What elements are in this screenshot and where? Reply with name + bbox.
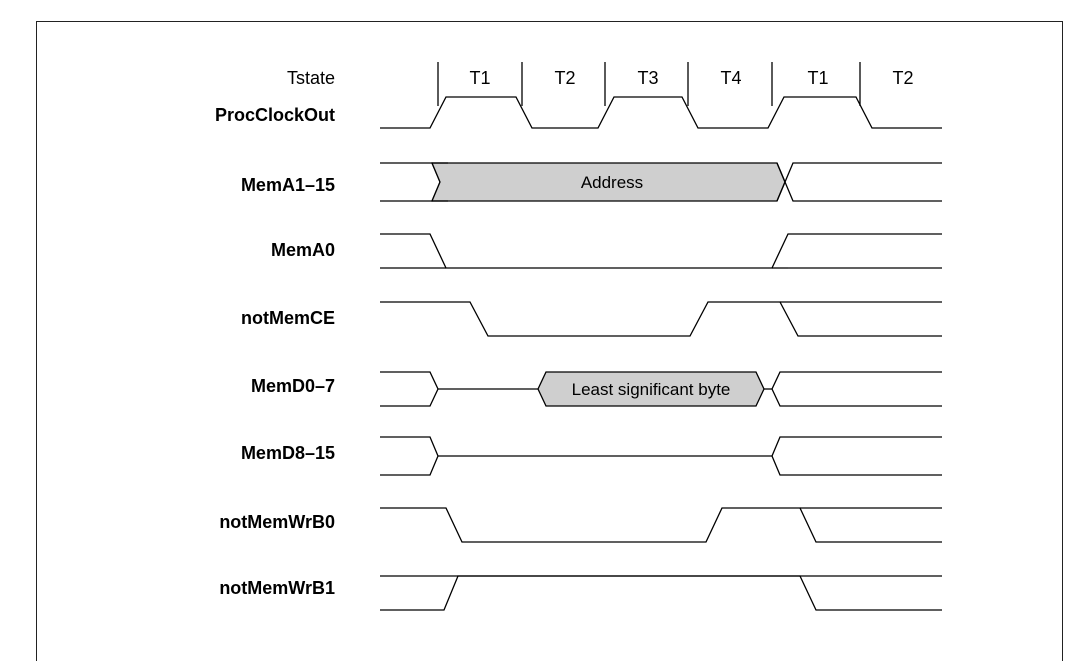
tstate-label-5: T1 [807,68,828,88]
signal-label-mema0: MemA0 [271,240,335,260]
signal-label-mema1-15: MemA1–15 [241,175,335,195]
signal-label-memd8-15: MemD8–15 [241,443,335,463]
waveform-memd8-15 [380,436,942,476]
least-significant-byte-label: Least significant byte [572,380,731,399]
waveform-notmemce [380,301,942,337]
tstate-label-3: T3 [637,68,658,88]
signal-label-notmemwrb1: notMemWrB1 [219,578,335,598]
waveform-procclockout [380,96,942,129]
address-label: Address [581,173,643,192]
waveform-memd0-7: Least significant byte [380,371,942,407]
signal-label-notmemce: notMemCE [241,308,335,328]
signal-label-memd0-7: MemD0–7 [251,376,335,396]
diagram-frame [36,21,1063,661]
tstate-label-1: T1 [469,68,490,88]
waveform-mema1-15: Address [380,162,942,202]
waveform-mema0 [380,233,942,269]
tstate-label-4: T4 [720,68,741,88]
signal-label-procclockout: ProcClockOut [215,105,335,125]
tstate-label-6: T2 [892,68,913,88]
tstate-header-label: Tstate [287,68,335,88]
waveform-notmemwrb1 [380,575,942,611]
waveform-notmemwrb0 [380,507,942,543]
tstate-label-2: T2 [554,68,575,88]
signal-label-notmemwrb0: notMemWrB0 [219,512,335,532]
